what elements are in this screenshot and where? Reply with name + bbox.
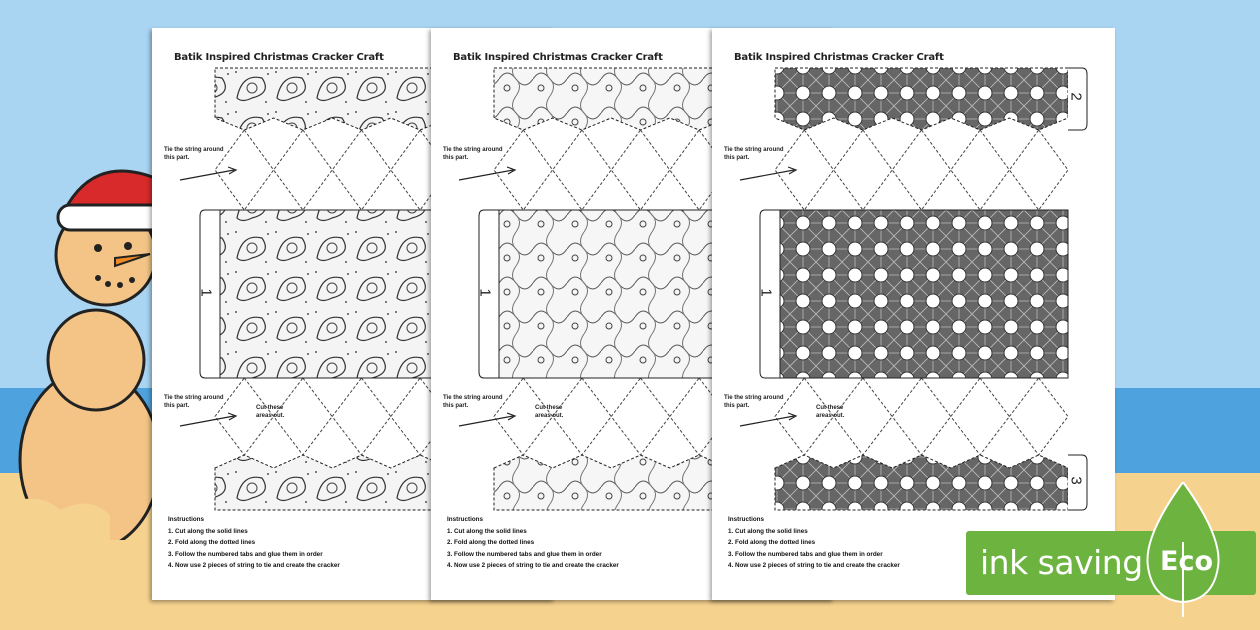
instruction-step: 4. Now use 2 pieces of string to tie and… — [168, 562, 340, 569]
badge-label: ink saving — [980, 543, 1143, 582]
tab-number-1: 1 — [476, 288, 494, 297]
instruction-step: 1. Cut along the solid lines — [447, 527, 527, 535]
tab-number-2: 2 — [1067, 92, 1085, 101]
instructions-heading: Instructions — [447, 516, 484, 523]
tie-string-note: Tie the string around this part. — [443, 395, 503, 409]
tie-string-note: Tie the string around this part. — [443, 147, 503, 161]
sheet-title: Batik Inspired Christmas Cracker Craft — [453, 52, 663, 63]
cut-areas-note: Cut these areas out. — [816, 405, 845, 419]
cut-areas-note: Cut these areas out. — [535, 405, 564, 419]
sheet-title: Batik Inspired Christmas Cracker Craft — [174, 52, 384, 63]
instruction-step: 2. Fold along the dotted lines — [168, 539, 256, 546]
tab-number-1: 1 — [197, 288, 215, 297]
worksheet-3: Batik Inspired Christmas Cracker Craft T… — [712, 28, 1115, 600]
instructions: Instructions 1. Cut along the solid lines… — [728, 514, 900, 572]
instructions-heading: Instructions — [728, 516, 765, 523]
instructions-heading: Instructions — [168, 516, 205, 523]
instruction-step: 4. Now use 2 pieces of string to tie and… — [728, 562, 900, 569]
instruction-step: 3. Follow the numbered tabs and glue the… — [168, 550, 323, 558]
snowman-illustration — [0, 169, 170, 540]
instruction-step: 1. Cut along the solid lines — [168, 527, 248, 535]
instruction-step: 3. Follow the numbered tabs and glue the… — [728, 550, 883, 558]
tab-number-3: 3 — [1067, 476, 1085, 485]
instruction-step: 4. Now use 2 pieces of string to tie and… — [447, 562, 619, 569]
tab-number-1: 1 — [757, 288, 775, 297]
cracker-template-3 — [739, 67, 1088, 511]
tie-string-note: Tie the string around this part. — [164, 395, 224, 409]
instruction-step: 1. Cut along the solid lines — [728, 527, 808, 535]
tie-string-note: Tie the string around this part. — [724, 147, 784, 161]
cut-areas-note: Cut these areas out. — [256, 405, 285, 419]
instruction-step: 2. Fold along the dotted lines — [447, 539, 535, 546]
instruction-step: 2. Fold along the dotted lines — [728, 539, 816, 546]
instruction-step: 3. Follow the numbered tabs and glue the… — [447, 550, 602, 558]
tie-string-note: Tie the string around this part. — [724, 395, 784, 409]
eco-label: Eco — [1160, 546, 1213, 577]
instructions: Instructions 1. Cut along the solid lines… — [168, 514, 340, 572]
instructions: Instructions 1. Cut along the solid lines… — [447, 514, 619, 572]
tie-string-note: Tie the string around this part. — [164, 147, 224, 161]
sheet-title: Batik Inspired Christmas Cracker Craft — [734, 52, 944, 63]
leaf-icon — [1146, 482, 1220, 617]
